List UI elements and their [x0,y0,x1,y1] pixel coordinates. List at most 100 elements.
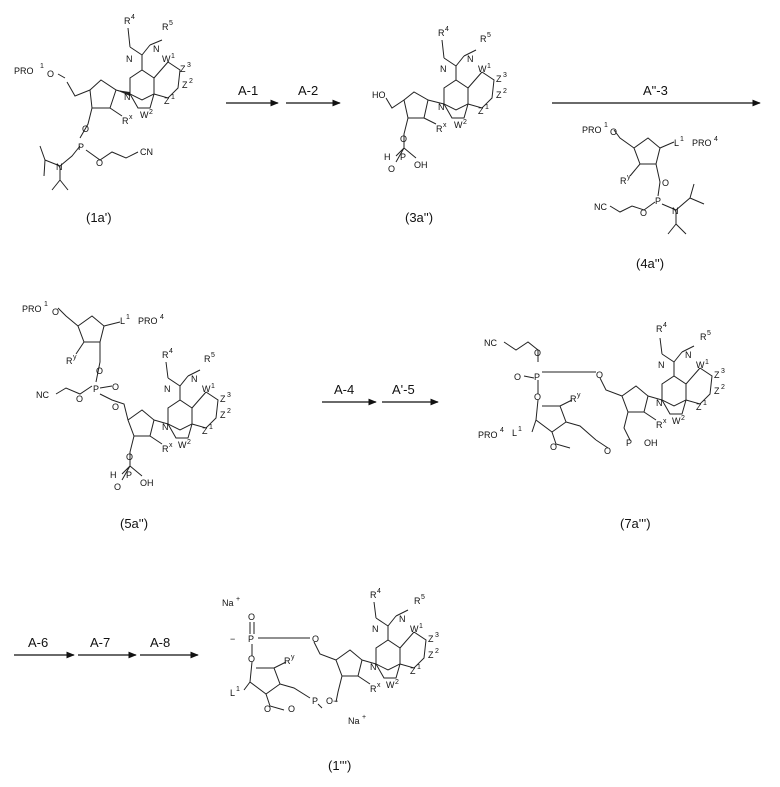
c3a-w1: W [478,64,487,74]
c1f-z1-sup: 1 [417,664,421,671]
c1f-na1-sup: + [236,596,240,603]
c1a-w2-sup: 2 [149,109,153,116]
c7a-o5: O [550,442,557,452]
c5a-z1-sup: 1 [209,424,213,431]
c1f-na2: Na [348,716,360,726]
compound-label-3a: (3a'') [405,210,433,225]
c7a-pro-sup: 4 [500,427,504,434]
c7a-ry-sup: y [577,392,581,399]
c5a-z1: Z [202,426,208,436]
c1f-o4: O [264,704,271,714]
c1f-r4-sup: 4 [377,588,381,595]
compound-5a: PRO 1 O L 1 PRO 4 R y O P O O NC O R 4 R… [22,301,231,531]
c5a-pro-sup: 1 [44,301,48,308]
c5a-h: H [110,470,117,480]
c3a-o3: O [400,134,407,144]
c5a-r5-sup: 5 [211,352,215,359]
c3a-w2: W [454,120,463,130]
c5a-n9: N [162,422,169,432]
c1f-o2: O [312,634,319,644]
c3a-p: P [400,152,406,162]
c7a-pro: PRO [478,430,498,440]
c1a-z3: Z [180,64,186,74]
compound-1final: Na + O − P O O R y L 1 O O P O− Na + R 4… [222,588,439,773]
c7a-n2: N [685,350,692,360]
c4a-l1: L [674,138,679,148]
c7a-z1-sup: 1 [703,400,707,407]
arrow-row2: A-4 A'-5 [322,382,438,402]
c5a-oh: OH [140,478,154,488]
c7a-n1: N [658,360,665,370]
c1a-w1-sup: 1 [171,53,175,60]
c5a-l1: L [120,316,125,326]
step-label-a2: A-2 [298,83,318,98]
c5a-rx: R [162,444,169,454]
c5a-r4-sup: 4 [169,348,173,355]
compound-1a: PRO 1 O R 4 R 5 N N W 1 Z 3 Z 2 Z 1 N W … [14,14,193,225]
arrow-row1-b: A"-3 [552,83,760,103]
compound-7a: NC O O P O O R y PRO 4 L 1 O O P OH R 4 … [478,322,725,531]
c5a-z2-sup: 2 [227,408,231,415]
c5a-z2: Z [220,410,226,420]
c1f-n2: N [399,614,406,624]
c1f-p: P [248,634,254,644]
c3a-r4: R [438,28,445,38]
c5a-pro4-sup: 4 [160,314,164,321]
c1a-pro-sup: 1 [40,63,44,70]
c7a-z1: Z [696,402,702,412]
c1a-pro: PRO [14,66,34,76]
c1a-n1: N [126,54,133,64]
c1f-minus: − [230,634,235,644]
c5a-ry: R [66,356,73,366]
c1f-w2: W [386,680,395,690]
c5a-ry-sup: y [73,354,77,361]
c1f-na2-sup: + [362,714,366,721]
c1f-z2: Z [428,650,434,660]
c5a-w1: W [202,384,211,394]
c7a-z3: Z [714,370,720,380]
c5a-o-eq: O [112,382,119,392]
c1f-n9: N [370,662,377,672]
c1f-l1: L [230,688,235,698]
c5a-o3: O [96,366,103,376]
c7a-z2: Z [714,386,720,396]
c7a-ry: R [570,394,577,404]
c3a-ho: HO [372,90,386,100]
c1f-ry-sup: y [291,654,295,661]
c1a-n2: N [153,44,160,54]
c5a-o2: O [114,482,121,492]
c5a-w1-sup: 1 [211,383,215,390]
c5a-z3-sup: 3 [227,392,231,399]
c1f-o5: O [288,704,295,714]
c1a-r4-sup: 4 [131,14,135,21]
c7a-o2: O [514,372,521,382]
c1f-r4: R [370,590,377,600]
c4a-pro4-sup: 4 [714,136,718,143]
step-label-a6: A-6 [28,635,48,650]
step-label-a7: A-7 [90,635,110,650]
c3a-r5: R [480,34,487,44]
c5a-o3b: O [126,452,133,462]
c1f-rx-sup: x [377,682,381,689]
c1f-l1-sup: 1 [236,686,240,693]
c7a-o6: O [604,446,611,456]
c4a-ry-sup: y [627,174,631,181]
c5a-rx-sup: x [169,442,173,449]
c7a-p: P [534,372,540,382]
c7a-p2: P [626,438,632,448]
c3a-h: H [384,152,391,162]
c7a-w1-sup: 1 [705,359,709,366]
c1a-z3-sup: 3 [187,62,191,69]
c1a-z1-sup: 1 [171,94,175,101]
c3a-o: O [388,164,395,174]
c1f-o3: O [248,654,255,664]
c5a-r5: R [204,354,211,364]
c5a-p2: P [126,470,132,480]
c1f-z3-sup: 3 [435,632,439,639]
c3a-z3: Z [496,74,502,84]
compound-label-7a: (7a''') [620,516,651,531]
compound-label-5a: (5a'') [120,516,148,531]
c5a-r4: R [162,350,169,360]
c7a-oh: OH [644,438,658,448]
c7a-o4: O [534,392,541,402]
